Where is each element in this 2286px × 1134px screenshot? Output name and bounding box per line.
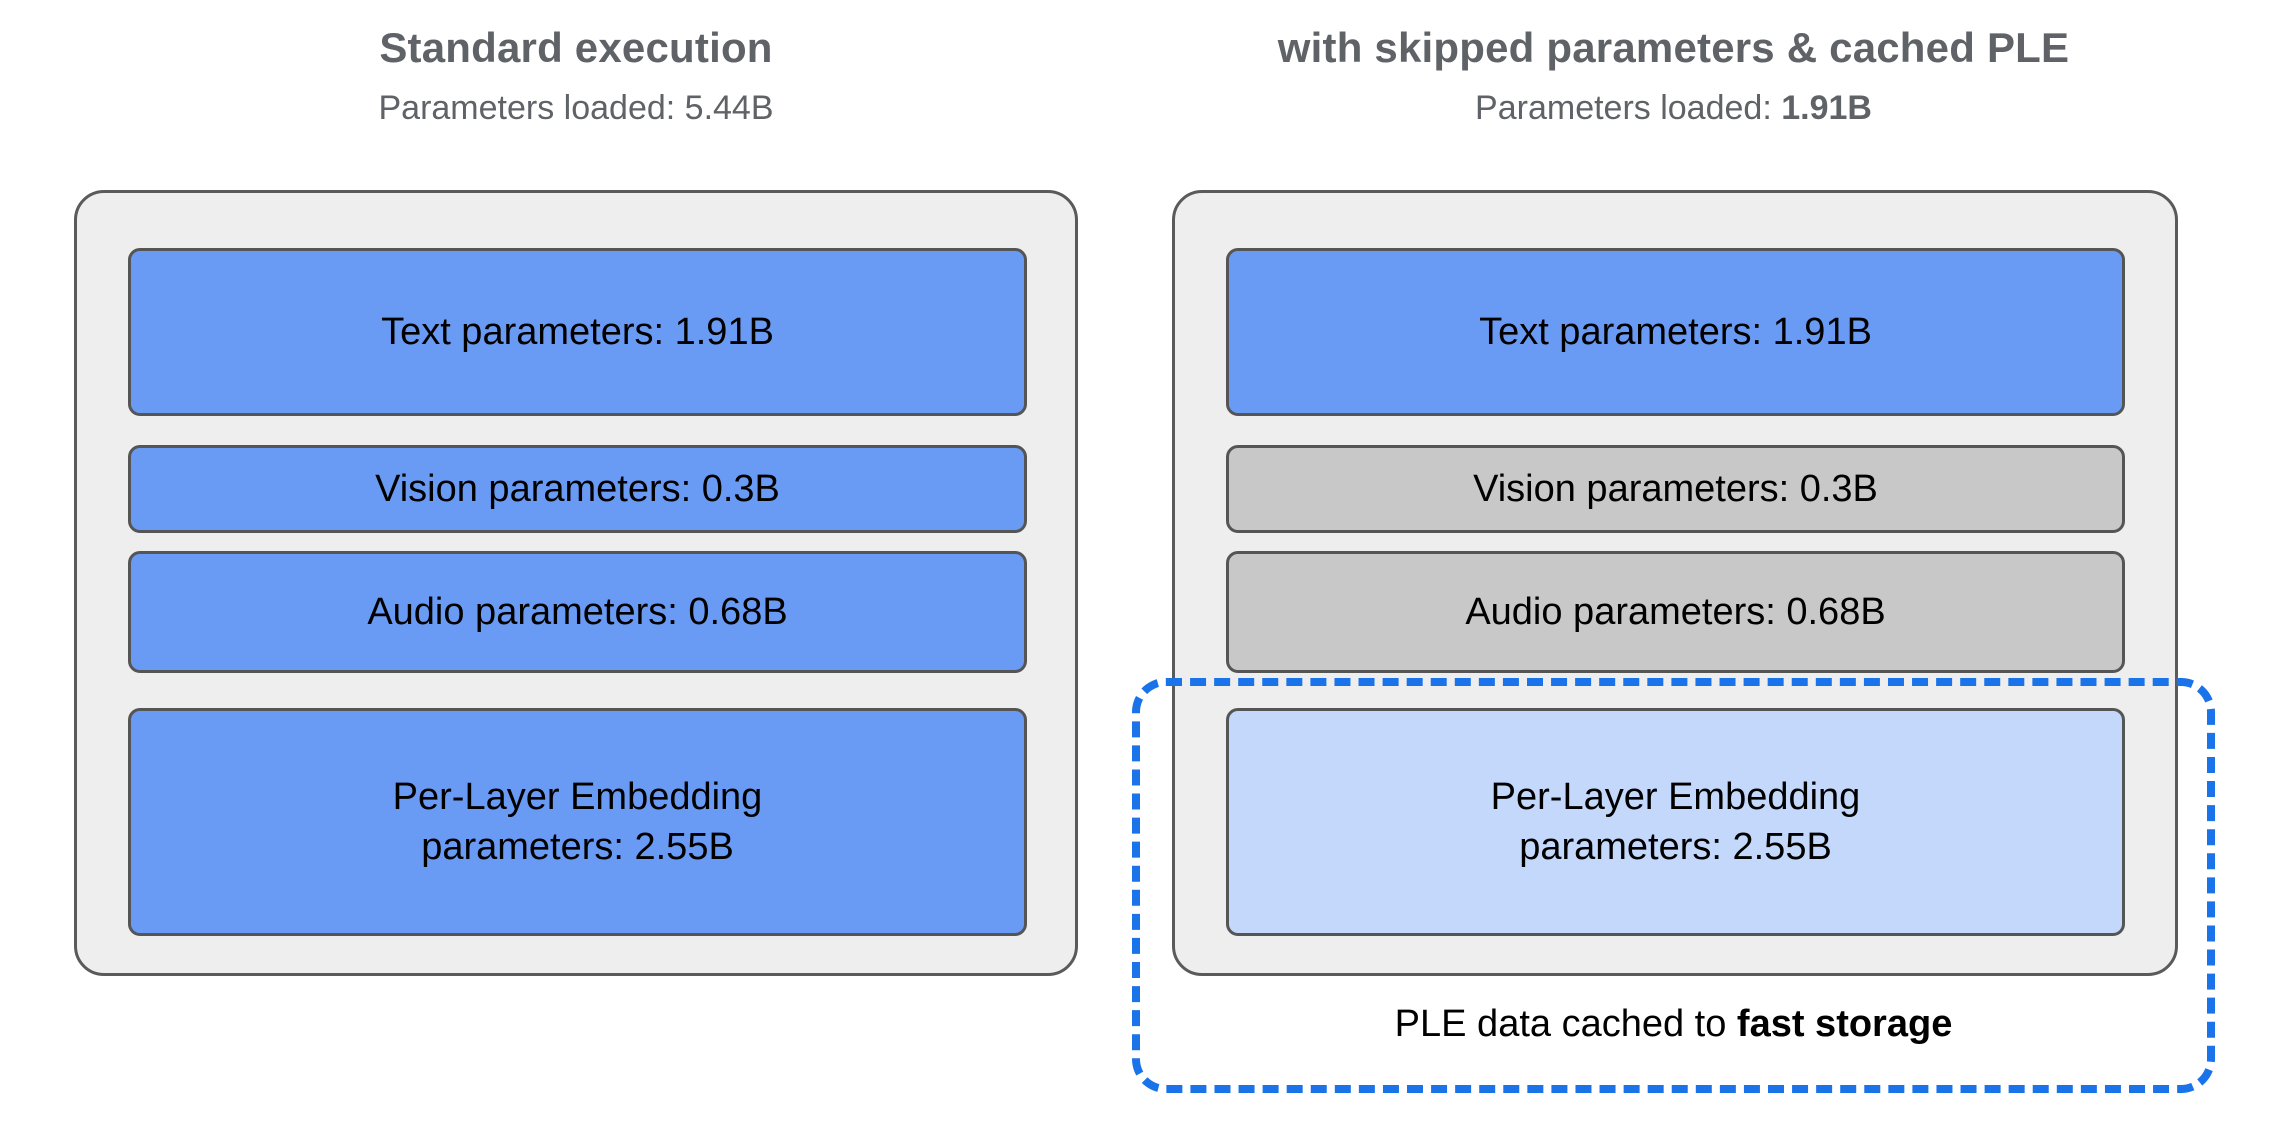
column-header-standard: Standard execution Parameters loaded: 5.… (74, 24, 1078, 128)
param-box-label-multiline: Per-Layer Embedding parameters: 2.55B (1491, 772, 1861, 872)
param-box-vision-standard: Vision parameters: 0.3B (128, 445, 1027, 533)
param-box-label-multiline: Per-Layer Embedding parameters: 2.55B (393, 772, 763, 872)
param-box-label-line1: Per-Layer Embedding (1490, 775, 1861, 818)
model-memory-panel-standard: Text parameters: 1.91B Vision parameters… (74, 190, 1078, 976)
parameters-loaded-value-left: 5.44B (684, 89, 774, 128)
param-box-ple-optimized-cached: Per-Layer Embedding parameters: 2.55B (1226, 708, 2125, 936)
model-memory-panel-optimized: Text parameters: 1.91B Vision parameters… (1172, 190, 2178, 976)
cache-caption-emphasis: fast storage (1736, 1003, 1953, 1045)
param-box-label: Text parameters: 1.91B (381, 310, 774, 353)
column-title-optimized: with skipped parameters & cached PLE (1277, 24, 2070, 71)
cache-caption-prefix: PLE data cached to (1394, 1003, 1737, 1045)
param-box-text-optimized: Text parameters: 1.91B (1226, 248, 2125, 416)
param-box-text-standard: Text parameters: 1.91B (128, 248, 1027, 416)
parameters-loaded-value-right: 1.91B (1781, 89, 1872, 128)
param-box-label: Vision parameters: 0.3B (1473, 467, 1878, 510)
param-box-vision-optimized-skipped: Vision parameters: 0.3B (1226, 445, 2125, 533)
column-title-standard: Standard execution (379, 24, 773, 71)
param-box-ple-standard: Per-Layer Embedding parameters: 2.55B (128, 708, 1027, 936)
column-header-optimized: with skipped parameters & cached PLE Par… (1132, 24, 2215, 128)
parameters-loaded-label-right: Parameters loaded: (1475, 89, 1782, 128)
column-subtitle-standard: Parameters loaded: 5.44B (74, 89, 1078, 128)
parameters-loaded-label-left: Parameters loaded: (378, 89, 685, 128)
param-box-label: Audio parameters: 0.68B (367, 590, 788, 633)
param-box-label: Text parameters: 1.91B (1479, 310, 1872, 353)
param-box-label-line2: parameters: 2.55B (421, 826, 734, 868)
param-box-audio-standard: Audio parameters: 0.68B (128, 551, 1027, 673)
param-box-label: Audio parameters: 0.68B (1465, 590, 1886, 633)
cache-caption: PLE data cached to fast storage (1132, 1002, 2215, 1048)
param-box-label: Vision parameters: 0.3B (375, 467, 780, 510)
param-box-label-line1: Per-Layer Embedding (392, 775, 763, 818)
column-subtitle-optimized: Parameters loaded: 1.91B (1132, 89, 2215, 128)
param-box-audio-optimized-skipped: Audio parameters: 0.68B (1226, 551, 2125, 673)
param-box-label-line2: parameters: 2.55B (1519, 826, 1832, 868)
